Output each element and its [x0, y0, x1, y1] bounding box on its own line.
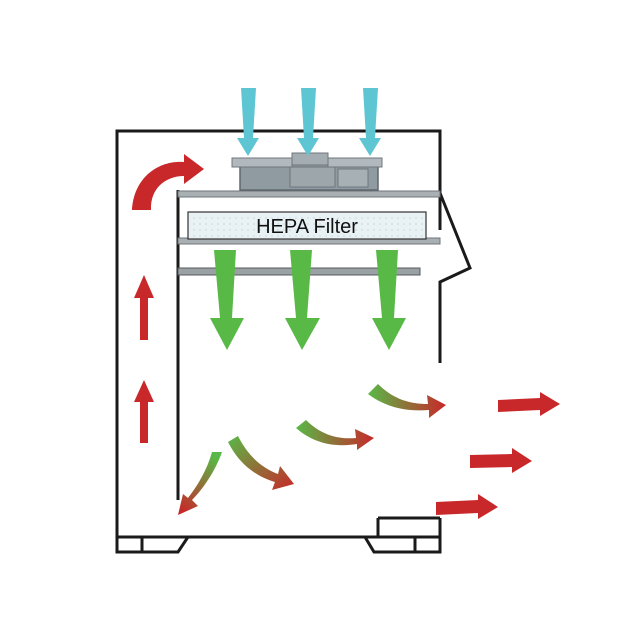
- upper-plate: [177, 190, 441, 198]
- fan-top-right: [327, 157, 383, 168]
- outflow-arrows: [436, 392, 560, 519]
- right-leg: [362, 535, 442, 554]
- downflow-arrow: [285, 250, 320, 350]
- swirl-arrow: [296, 420, 374, 450]
- outflow-arrow: [436, 494, 498, 519]
- rising-arrow: [134, 380, 154, 443]
- sash-front: [438, 192, 472, 363]
- intake-arrow: [359, 88, 381, 156]
- cabinet-legs: [115, 535, 442, 554]
- hepa-filter: HEPA Filter: [187, 211, 427, 240]
- blower-fan: [231, 152, 383, 191]
- outflow-arrow: [470, 448, 532, 473]
- downflow-arrow: [372, 250, 406, 350]
- recirculation-arrow: [132, 154, 204, 210]
- fan-hub: [291, 152, 329, 166]
- intake-arrow: [237, 88, 259, 156]
- fan-top-left: [231, 157, 293, 168]
- rear-exhaust-arrows: [132, 154, 204, 443]
- intake-arrow: [297, 88, 319, 156]
- cabinet-outer-wall: [115, 129, 442, 539]
- intake-air-arrows: [237, 88, 381, 156]
- swirl-arrow: [368, 384, 446, 418]
- work-surface-airflow-arrows: [178, 384, 446, 515]
- fan-panel-right: [337, 168, 369, 188]
- rising-arrow: [134, 275, 154, 340]
- filtered-air-arrows: [210, 250, 406, 350]
- swirl-arrow: [178, 452, 222, 515]
- outflow-arrow: [498, 392, 560, 416]
- swirl-arrow: [228, 436, 294, 490]
- left-leg: [115, 535, 191, 554]
- hepa-filter-label: HEPA Filter: [256, 216, 358, 238]
- downflow-arrow: [210, 250, 244, 350]
- fan-panel-mid: [289, 166, 336, 188]
- hepa-filter-box: [187, 211, 427, 240]
